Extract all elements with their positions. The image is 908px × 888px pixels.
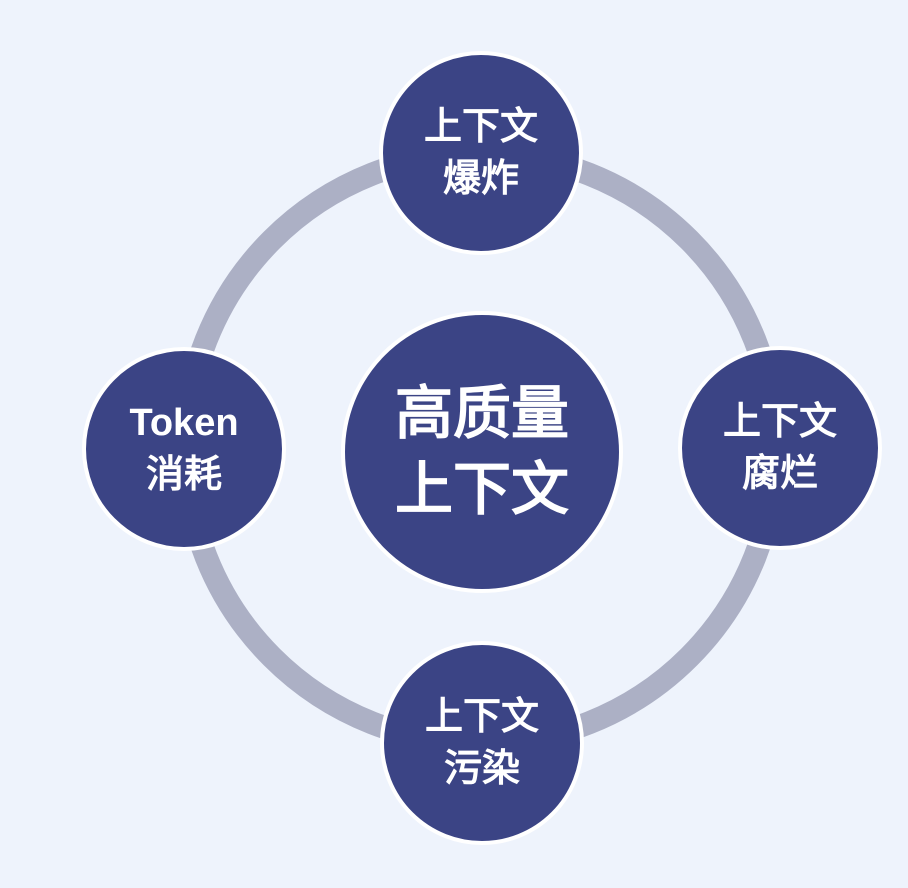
node-label-line: Token (129, 402, 239, 444)
node-label-line: 爆炸 (442, 158, 519, 200)
center-label-line: 高质量 (394, 381, 569, 446)
node-label: 上下文 爆炸 (424, 101, 538, 205)
center-label-line: 上下文 (394, 457, 569, 522)
node-high-quality-context: 高质量 上下文 (341, 311, 623, 593)
node-label: Token 消耗 (129, 397, 238, 501)
node-label-line: 上下文 (423, 106, 538, 148)
node-label-line: 上下文 (722, 401, 837, 443)
center-node-label: 高质量 上下文 (395, 376, 569, 528)
node-token-consumption: Token 消耗 (82, 347, 286, 551)
node-context-explosion: 上下文 爆炸 (379, 51, 583, 255)
node-label-line: 上下文 (424, 696, 539, 738)
node-label: 上下文 腐烂 (723, 396, 837, 500)
node-label-line: 腐烂 (741, 453, 818, 495)
node-context-rot: 上下文 腐烂 (678, 346, 882, 550)
node-label-line: 消耗 (145, 454, 222, 496)
node-context-pollution: 上下文 污染 (380, 641, 584, 845)
node-label: 上下文 污染 (425, 691, 539, 795)
node-label-line: 污染 (443, 748, 520, 790)
